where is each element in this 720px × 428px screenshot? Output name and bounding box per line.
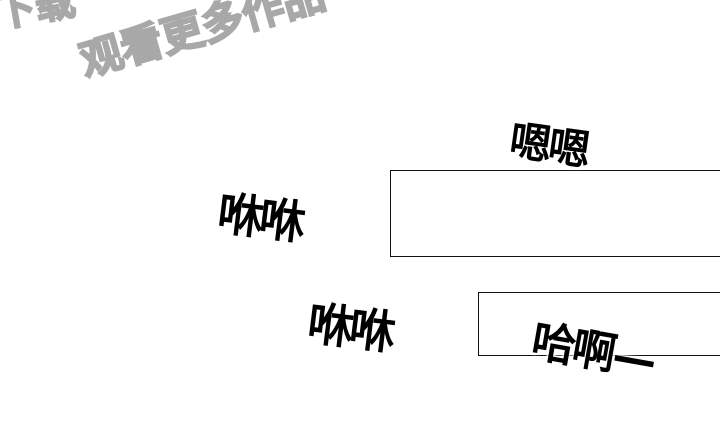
panel-box-lower (478, 292, 720, 356)
watermark-line-1: 下载 (0, 0, 80, 38)
sfx-enen: 嗯嗯 (506, 115, 591, 176)
sfx-xiuxiu-lower: 咻咻 (304, 296, 395, 360)
watermark-line-2: 观看更多作品 (73, 0, 331, 87)
sfx-xiuxiu-upper: 咻咻 (214, 186, 305, 250)
panel-box-upper (390, 170, 720, 257)
